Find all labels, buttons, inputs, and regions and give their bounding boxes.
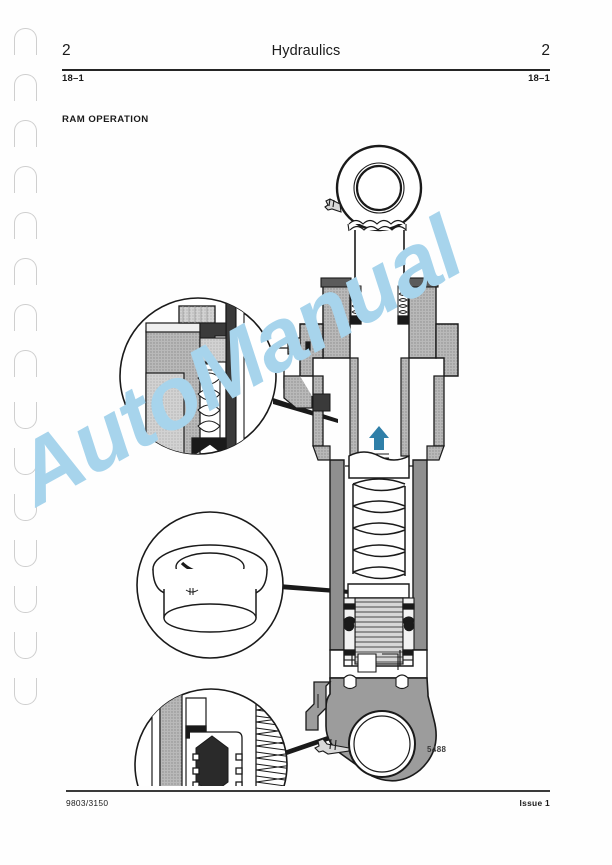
piston-assembly (343, 583, 415, 665)
ram-operation-figure (0, 126, 612, 786)
page-header: 2 Hydraulics 2 18–1 18–1 (62, 42, 550, 88)
binding-hole (14, 212, 37, 239)
detail-circle-middle (136, 511, 284, 659)
binding-hole (14, 120, 37, 147)
binding-hole (14, 494, 37, 521)
header-section-ref-left: 18–1 (62, 73, 84, 84)
header-page-number-right: 2 (541, 42, 550, 59)
binding-holes (0, 0, 46, 865)
header-section-ref-right: 18–1 (528, 73, 550, 84)
binding-hole (14, 28, 37, 55)
binding-hole (14, 632, 37, 659)
grease-nipple-bottom (314, 738, 350, 755)
page-title: Hydraulics (271, 43, 341, 59)
figure-number: 5488 (427, 745, 447, 754)
footer-issue: Issue 1 (519, 798, 550, 808)
bottom-eye-bore (353, 715, 411, 773)
binding-hole (14, 304, 37, 331)
weld-bead (347, 219, 407, 232)
binding-hole (14, 448, 37, 475)
header-page-number-left: 2 (62, 42, 71, 59)
binding-hole (14, 74, 37, 101)
detail-circle-top (119, 297, 277, 455)
footer-rule (66, 790, 550, 792)
ram-assembly (271, 144, 459, 782)
detail-circle-bottom (134, 688, 288, 786)
bottom-eye-body (305, 674, 437, 782)
header-rule (62, 69, 550, 72)
grease-nipple-top (324, 198, 342, 213)
binding-hole (14, 678, 37, 705)
return-spring (352, 478, 406, 580)
top-eye-bore (355, 164, 403, 212)
spring-seat-top (345, 451, 413, 479)
binding-hole (14, 350, 37, 377)
header-top-row: 2 Hydraulics 2 (62, 42, 550, 66)
page-footer: 9803/3150 Issue 1 (66, 790, 550, 820)
binding-hole (14, 402, 37, 429)
cylinder-barrel-upper (271, 323, 459, 461)
flow-arrow (369, 426, 389, 450)
cylinder-gland (320, 277, 439, 359)
piston-rod-upper (354, 230, 405, 286)
footer-publication-number: 9803/3150 (66, 798, 109, 808)
binding-hole (14, 586, 37, 613)
binding-hole (14, 540, 37, 567)
bush-ring (152, 544, 268, 633)
binding-hole (14, 166, 37, 193)
binding-hole (14, 258, 37, 285)
section-heading: RAM OPERATION (62, 114, 149, 125)
